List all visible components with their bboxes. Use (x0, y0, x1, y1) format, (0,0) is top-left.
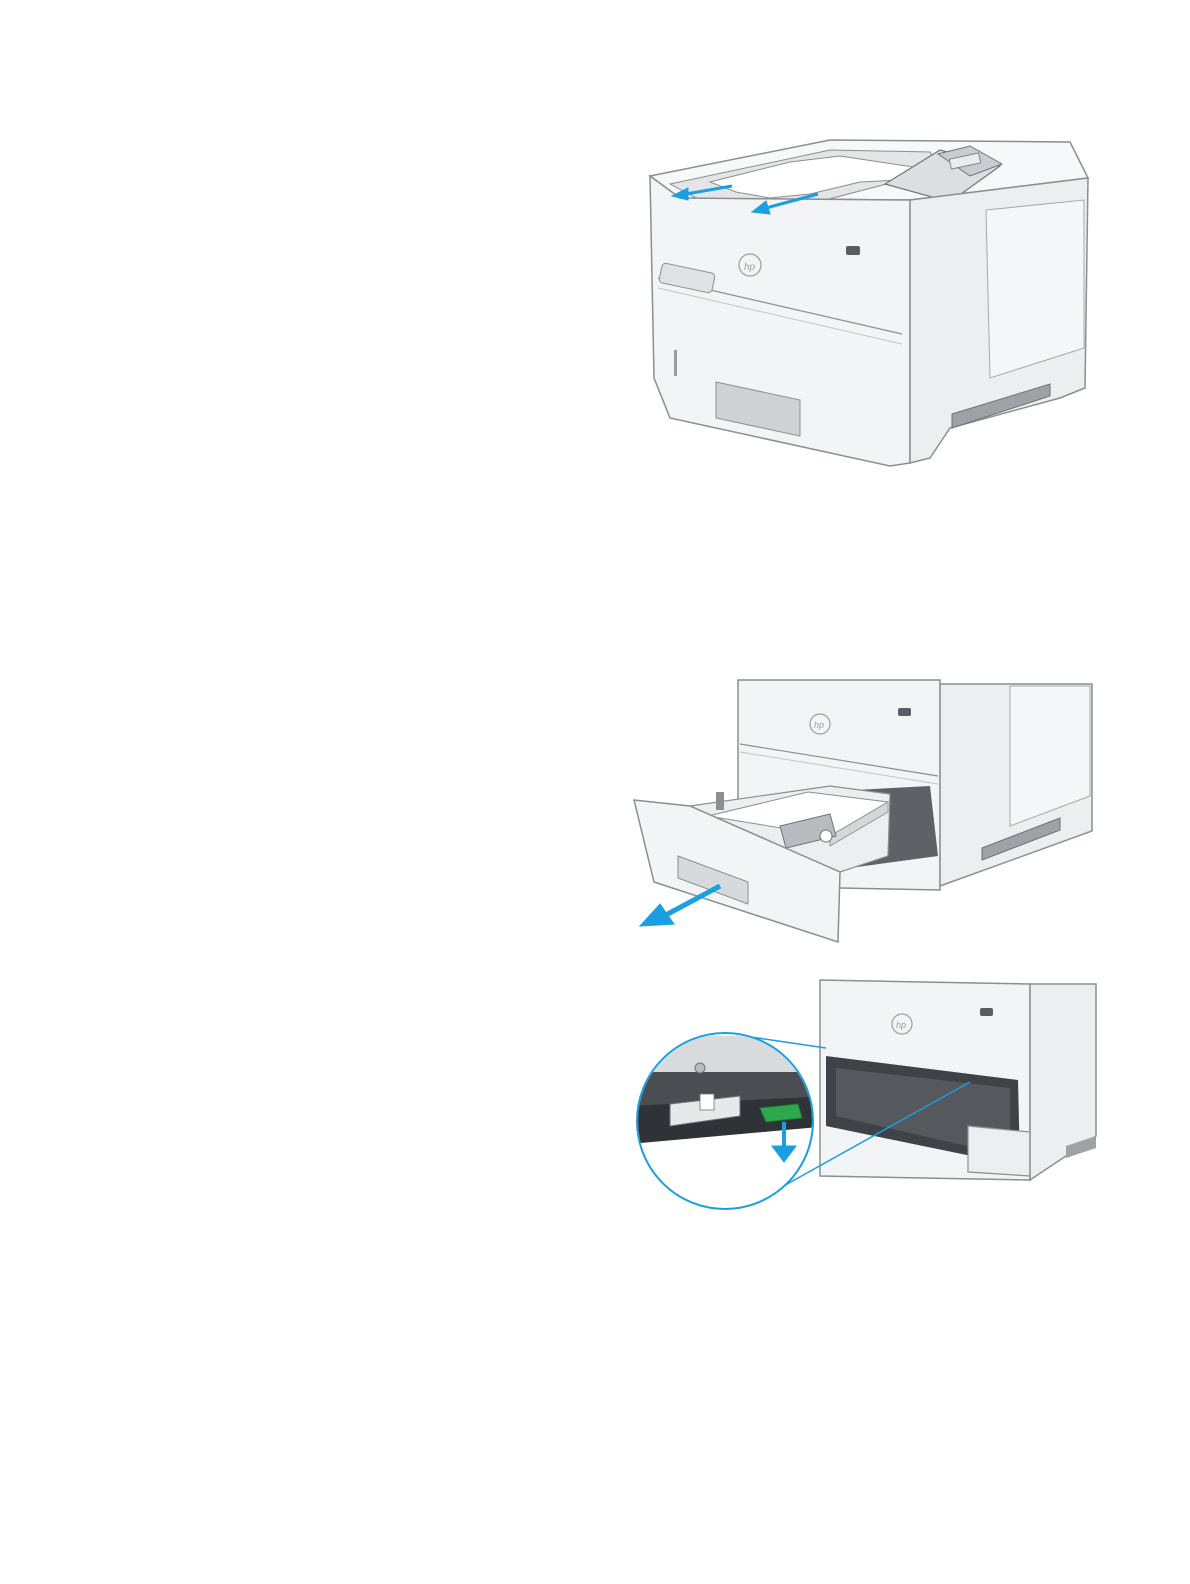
power-button (846, 246, 860, 255)
power-button (898, 708, 911, 716)
svg-text:hp: hp (814, 720, 824, 730)
printer-output-bin-illustration: hp (640, 128, 1100, 478)
tray-removal-illustration: hp (630, 676, 1100, 946)
arrow-icon (640, 886, 720, 926)
feed-lever-detail-illustration: hp (630, 976, 1100, 1216)
svg-text:hp: hp (744, 262, 756, 273)
svg-text:hp: hp (896, 1020, 906, 1030)
magnifier-callout-icon (630, 1033, 830, 1209)
power-button (980, 1008, 993, 1016)
